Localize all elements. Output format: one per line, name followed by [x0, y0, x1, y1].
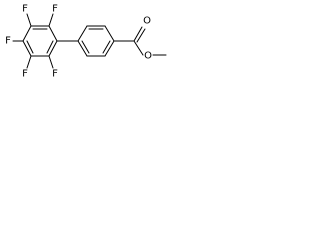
carbonyl-bond-1: [133, 26, 143, 42]
fluorine-label-5: F: [52, 69, 58, 80]
fluorine-label-3: F: [5, 36, 11, 47]
pentafluorophenyl-ring: [12, 13, 58, 69]
ring-a-bond-3: [22, 25, 32, 42]
carbonyl-bond-2: [136, 28, 146, 43]
c-f-bond-2: [26, 13, 32, 27]
c-f-bond-4: [26, 55, 32, 69]
ring-b-bond-4: [104, 40, 115, 57]
c-f-bond-1: [48, 13, 54, 27]
fluorine-label-4: F: [22, 69, 28, 80]
carbonyl-oxygen-label: O: [143, 16, 151, 27]
ring-b-bond-6: [77, 40, 88, 57]
ring-a-double-bond-2: [26, 40, 34, 54]
ring-b-double-bond-2: [102, 40, 111, 54]
benzoate-ring: [77, 25, 115, 57]
ring-a-double-bond-3: [46, 40, 54, 54]
molecular-structure-diagram: F F F F F O O: [5, 4, 167, 80]
ester-oxygen-bond: [133, 40, 144, 56]
ring-a-bond-6: [48, 40, 58, 57]
ring-a-bond-1: [48, 25, 58, 42]
methyl-ester-group: [113, 26, 167, 56]
ring-b-bond-1: [77, 25, 88, 42]
ring-b-double-bond-3: [81, 40, 90, 54]
ring-b-bond-3: [104, 25, 115, 42]
ring-a-bond-4: [22, 40, 32, 57]
fluorine-label-1: F: [52, 4, 58, 15]
fluorine-label-2: F: [22, 4, 28, 15]
c-f-bond-5: [48, 55, 54, 69]
ester-oxygen-label: O: [144, 51, 152, 62]
